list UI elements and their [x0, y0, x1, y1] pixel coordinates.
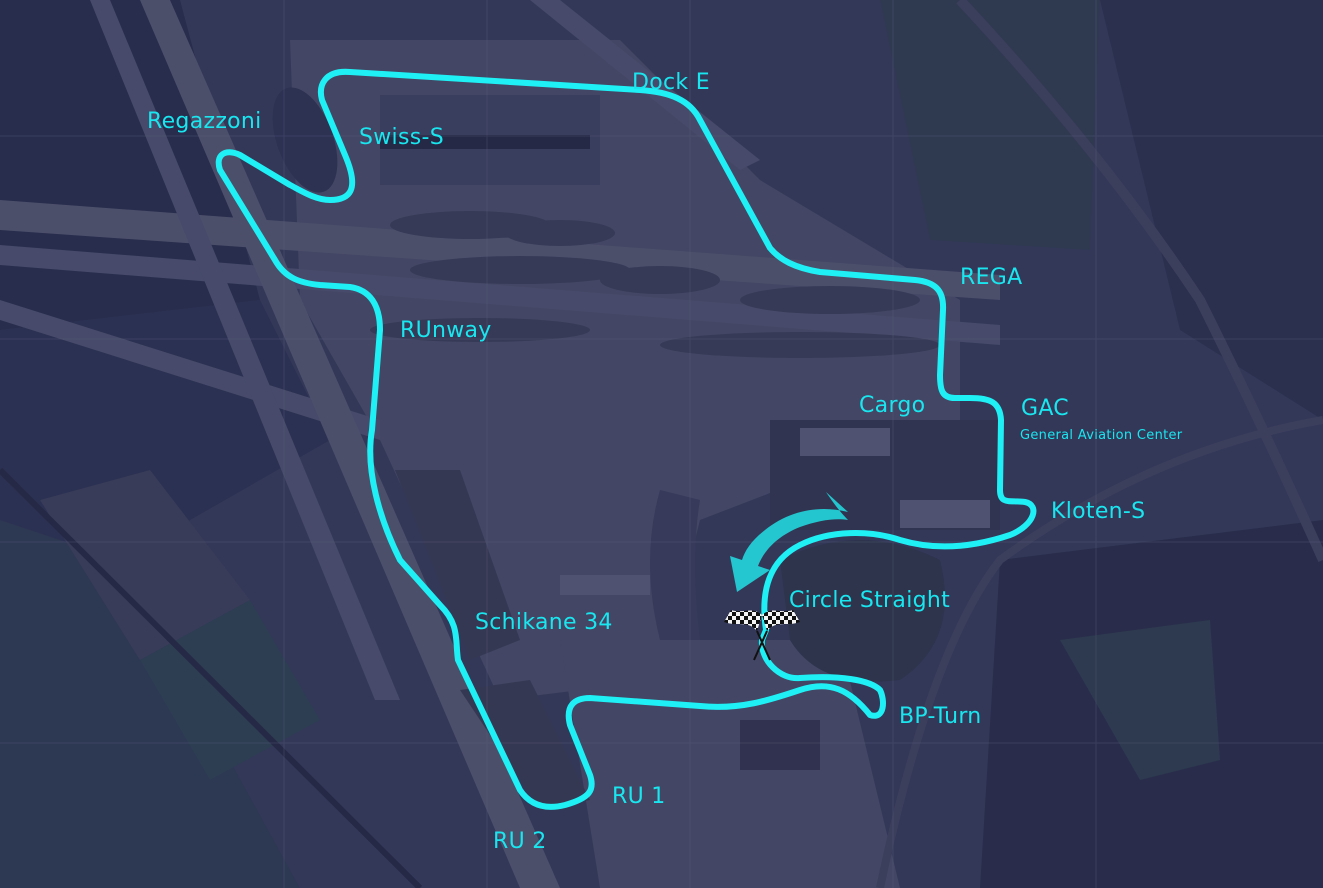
label-ru1: RU 1 — [612, 784, 666, 809]
label-regazzoni: Regazzoni — [147, 109, 262, 134]
label-schikane-34: Schikane 34 — [475, 610, 613, 635]
label-cargo: Cargo — [859, 393, 926, 418]
label-dock-e: Dock E — [632, 70, 710, 95]
label-gac-subtitle: General Aviation Center — [1020, 428, 1183, 443]
label-ru2: RU 2 — [493, 829, 547, 854]
label-kloten-s: Kloten-S — [1051, 499, 1146, 524]
label-rega: REGA — [960, 265, 1023, 290]
label-gac: GAC — [1021, 396, 1069, 421]
label-circle-straight: Circle Straight — [789, 588, 951, 613]
label-runway: RUnway — [400, 318, 492, 343]
label-bp-turn: BP-Turn — [899, 704, 982, 729]
label-swiss-s: Swiss-S — [359, 125, 444, 150]
